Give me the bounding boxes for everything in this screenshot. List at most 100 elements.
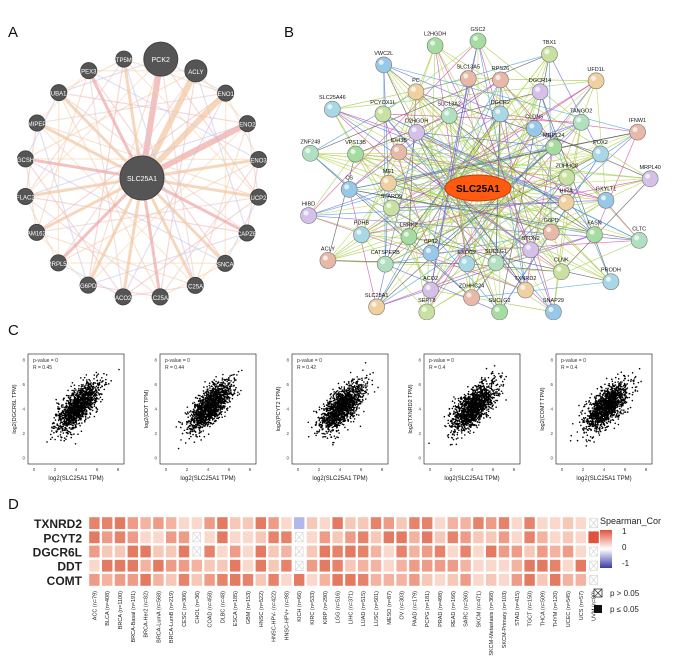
node-stard9[interactable]: STARD9 xyxy=(381,194,402,217)
node-center-slc25a1[interactable]: SLC25A1 xyxy=(119,155,165,201)
node-tbx1[interactable]: TBX1 xyxy=(541,40,558,63)
node-slc25a20[interactable]: SLC25A20 xyxy=(181,276,211,294)
node-zdhhc24[interactable]: ZDHHC24 xyxy=(459,284,484,306)
node-catsperb[interactable]: CATSPERB xyxy=(371,250,401,273)
node-gcsh[interactable]: GCSH xyxy=(17,150,34,168)
node-dgcr14[interactable]: DGCR14 xyxy=(529,78,551,101)
heatmap-cell xyxy=(434,559,446,572)
node-acly[interactable]: ACLY xyxy=(319,246,337,269)
node-mrpl58[interactable]: MRPL58 xyxy=(47,254,71,272)
node-label: VWC2L xyxy=(374,51,393,57)
pvalue-label: p-value = 0 xyxy=(165,358,190,364)
node-slc25a46[interactable]: SLC25A46 xyxy=(319,95,346,118)
node-txnrd2[interactable]: TXNRD2 xyxy=(514,276,536,299)
node-l2hgdh[interactable]: L2HGDH xyxy=(424,32,446,54)
node-idh3b[interactable]: IDH3B xyxy=(390,138,408,161)
node-ston2[interactable]: STON2 xyxy=(522,236,540,259)
node-vps13b[interactable]: VPS13B xyxy=(345,140,366,163)
node-slc25a10[interactable]: SLC25A10 xyxy=(146,288,176,306)
node-snap29[interactable]: SNAP29 xyxy=(543,298,564,320)
node-pex3[interactable]: PEX3 xyxy=(80,62,98,80)
node-pdhb[interactable]: PDHB xyxy=(353,221,370,244)
node-d2hgdh[interactable]: D2HGDH xyxy=(405,118,428,141)
node-acly[interactable]: ACLY xyxy=(184,59,208,83)
node-label: IFNW1 xyxy=(629,118,646,124)
node-lrrk2[interactable]: LRRK2 xyxy=(400,223,418,246)
network-edge xyxy=(87,232,248,286)
column-label: BRCA-LumB (n=219) xyxy=(169,591,175,643)
node-eno1[interactable]: ENO1 xyxy=(217,84,235,102)
heatmap-cell xyxy=(230,545,241,558)
heatmap-cell xyxy=(345,545,356,558)
node-pck2[interactable]: PCK2 xyxy=(143,41,179,77)
node-dgcr2[interactable]: DGCR2 xyxy=(491,100,510,123)
node-atp5mf[interactable]: ATP5MF xyxy=(112,50,136,68)
node-label: SUCLG1 xyxy=(485,249,507,255)
node-mipep[interactable]: MIPEP xyxy=(28,114,47,132)
network-edge xyxy=(415,91,479,189)
node-snca[interactable]: SNCA xyxy=(216,254,234,272)
node-rps26[interactable]: RPS26 xyxy=(492,66,509,89)
node-slc13a5[interactable]: SLC13A5 xyxy=(456,65,480,87)
heatmap-cell xyxy=(306,559,318,572)
network-edge xyxy=(525,146,555,291)
heatmap-cell xyxy=(319,545,330,558)
x-tick: 4 xyxy=(471,467,474,472)
scatterplot-5: p-value = 0R = 0.40022446688log2(SLC25A1… xyxy=(540,353,653,482)
y-tick: 0 xyxy=(154,456,157,461)
node-exoc2[interactable]: EXOC2 xyxy=(457,250,476,273)
heatmap-cell xyxy=(153,559,164,572)
heatmap-cell xyxy=(460,559,471,572)
node-cpt2[interactable]: CPT2 xyxy=(422,239,440,262)
node-eno2[interactable]: ENO2 xyxy=(238,115,256,133)
node-ifnw1[interactable]: IFNW1 xyxy=(629,118,646,141)
node-zdhhc8[interactable]: ZDHHC8 xyxy=(556,163,578,186)
node-fam162a[interactable]: FAM162A xyxy=(24,223,50,241)
node-g6pd[interactable]: G6PD xyxy=(79,276,97,294)
node-cldn5[interactable]: CLDN5 xyxy=(525,114,543,137)
node-slc13a2[interactable]: SLC13A2 xyxy=(437,102,461,124)
node-aco2[interactable]: ACO2 xyxy=(422,276,439,299)
node-g6pd[interactable]: G6PD xyxy=(542,218,560,241)
column-label: DLBC (n=48) xyxy=(220,591,226,623)
node-hibd[interactable]: HIBD xyxy=(300,202,317,224)
node-suclg1[interactable]: SUCLG1 xyxy=(485,249,507,272)
node-flac2[interactable]: FLAC2 xyxy=(16,187,35,205)
node-aco2[interactable]: ACO2 xyxy=(114,288,132,306)
heatmap-cell xyxy=(332,559,343,572)
node-slc28a1[interactable]: SLC28A1 xyxy=(365,293,389,316)
node-vwc2l[interactable]: VWC2L xyxy=(374,51,393,74)
node-sept8[interactable]: SEPT8 xyxy=(418,298,436,320)
node-clnk[interactable]: CLNK xyxy=(553,258,570,280)
node-tuba1a[interactable]: TUBA1A xyxy=(47,84,70,102)
node-tango2[interactable]: TANGO2 xyxy=(570,108,592,131)
network-edge xyxy=(123,58,226,94)
heatmap-cell xyxy=(217,531,228,544)
node-hira[interactable]: HIRA xyxy=(557,188,575,211)
node-cltc[interactable]: CLTC xyxy=(630,226,648,249)
heatmap-cell xyxy=(383,545,394,558)
node-pcyox1l[interactable]: PCYOX1L xyxy=(370,100,396,123)
node-prodh[interactable]: PRODH xyxy=(601,268,621,291)
node-ucp2[interactable]: UCP2 xyxy=(249,188,267,206)
heatmap-cell xyxy=(127,559,138,572)
node-capzb[interactable]: CAPZB xyxy=(237,224,257,242)
node-mrpl24[interactable]: MRPL24 xyxy=(543,133,564,156)
node-suclg2[interactable]: SUCLG2 xyxy=(489,298,511,320)
node-cs[interactable]: CS xyxy=(340,175,358,198)
node-znf248[interactable]: ZNF248 xyxy=(300,139,320,162)
node-mrpl40[interactable]: MRPL40 xyxy=(639,165,661,188)
node-pc[interactable]: PC xyxy=(407,78,425,101)
heatmap-cell xyxy=(358,559,369,572)
network-edge xyxy=(36,122,89,286)
node-eno3[interactable]: ENO3 xyxy=(250,151,267,169)
node-ufd1l[interactable]: UFD1L xyxy=(587,67,605,90)
node-center-slc25a1[interactable]: SLC25A1 xyxy=(444,174,512,202)
node-pox2[interactable]: POX2 xyxy=(592,140,609,163)
heatmap-cell xyxy=(294,517,305,529)
network-edge xyxy=(434,45,532,250)
node-gsc2[interactable]: GSC2 xyxy=(469,27,487,50)
node-fasn[interactable]: FASN xyxy=(586,221,603,244)
node-gxylt1[interactable]: GXYLT1 xyxy=(596,186,617,209)
node-me1[interactable]: ME1 xyxy=(380,169,397,192)
